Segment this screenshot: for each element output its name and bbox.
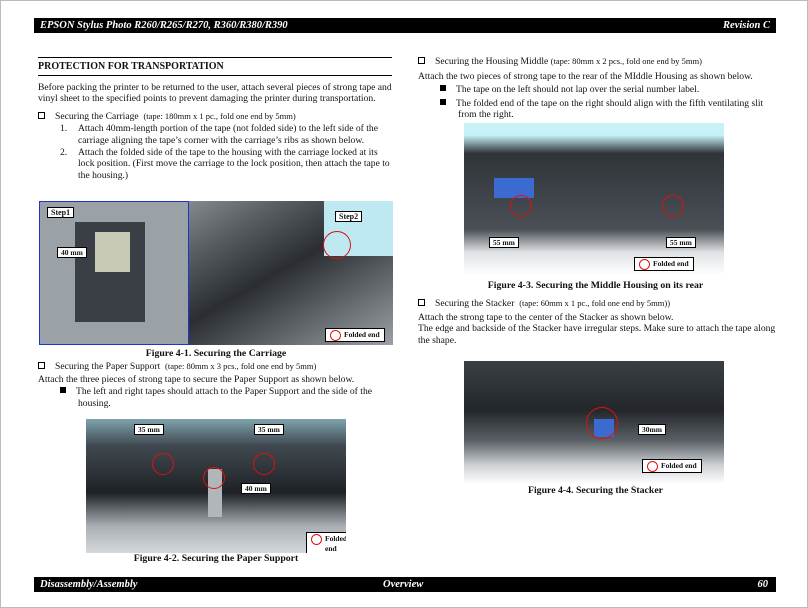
dimension-label-left: 55 mm	[489, 237, 519, 248]
footer-chapter: Disassembly/Assembly	[40, 579, 138, 590]
checkbox-icon	[38, 362, 45, 369]
section-heading: PROTECTION FOR TRANSPORTATION	[38, 57, 392, 76]
checkbox-icon	[418, 299, 425, 306]
step-1: 1. Attach 40mm-length portion of the tape…	[38, 123, 392, 146]
housing-bullet: The folded end of the tape on the right …	[418, 98, 778, 121]
step-2: 2. Attach the folded side of the tape to …	[38, 147, 392, 182]
paper-support-section: Securing the Paper Support (tape: 80mm x…	[38, 361, 392, 409]
carriage-title: Securing the Carriage	[55, 110, 139, 122]
folded-end-legend: Folded end	[306, 532, 346, 553]
folded-end-marker	[586, 407, 618, 439]
support-item: Securing the Paper Support (tape: 80mm x…	[38, 361, 392, 373]
support-title: Securing the Paper Support	[55, 361, 161, 372]
figure-4-2-image: 35 mm 35 mm 40 mm Folded end	[86, 419, 346, 553]
bullet-icon	[440, 85, 446, 92]
folded-end-marker	[253, 453, 275, 475]
housing-title: Securing the Housing Middle	[435, 56, 549, 67]
support-text: Attach the three pieces of strong tape t…	[38, 373, 355, 385]
housing-text: Attach the two pieces of strong tape to …	[418, 70, 753, 82]
dimension-label-right: 55 mm	[666, 237, 696, 248]
figure-caption: Figure 4-4. Securing the Stacker	[527, 485, 664, 496]
folded-end-marker	[662, 195, 684, 217]
housing-spec: (tape: 80mm x 2 pcs., fold one end by 5m…	[550, 56, 702, 66]
folded-end-marker	[323, 231, 351, 259]
stacker-title: Securing the Stacker	[435, 298, 515, 309]
intro-text: Before packing the printer to be returne…	[38, 81, 392, 105]
support-bullet: The left and right tapes should attach t…	[38, 386, 392, 409]
folded-end-legend: Folded end	[634, 257, 694, 271]
housing-bullet: The tape on the left should not lap over…	[418, 84, 778, 96]
right-column: Securing the Housing Middle (tape: 80mm …	[418, 56, 778, 121]
stacker-note: The edge and backside of the Stacker hav…	[418, 323, 776, 346]
revision: Revision C	[723, 20, 770, 31]
left-column: PROTECTION FOR TRANSPORTATION Before pac…	[38, 57, 392, 181]
figure-caption: Figure 4-2. Securing the Paper Support	[133, 553, 299, 564]
serial-number-label	[494, 178, 534, 198]
stacker-item: Securing the Stacker (tape: 60mm x 1 pc.…	[418, 298, 778, 310]
dimension-label-right: 35 mm	[254, 424, 284, 435]
folded-end-legend: Folded end	[642, 459, 702, 473]
bullet-icon	[60, 387, 66, 394]
step2-label: Step2	[335, 211, 363, 222]
footer-section: Overview	[383, 579, 424, 590]
housing-item: Securing the Housing Middle (tape: 80mm …	[418, 56, 778, 68]
step1-label: Step1	[47, 207, 75, 218]
step-text: Attach the folded side of the tape to th…	[78, 146, 390, 181]
figure-caption: Figure 4-3. Securing the Middle Housing …	[487, 280, 704, 291]
support-spec: (tape: 80mm x 3 pcs., fold one end by 5m…	[165, 361, 317, 371]
page-footer: Disassembly/Assembly Overview 60	[34, 577, 776, 592]
carriage-item: Securing the Carriage (tape: 180mm x 1 p…	[38, 111, 392, 123]
bullet-text: The tape on the left should not lap over…	[456, 84, 700, 96]
page-number: 60	[757, 579, 769, 590]
page-header: EPSON Stylus Photo R260/R265/R270, R360/…	[34, 18, 776, 33]
step-number: 1.	[60, 123, 68, 135]
stacker-section: Securing the Stacker (tape: 60mm x 1 pc.…	[418, 298, 778, 346]
folded-end-marker	[203, 467, 225, 489]
checkbox-icon	[418, 57, 425, 64]
stacker-text: Attach the strong tape to the center of …	[418, 311, 674, 323]
step1-inset	[39, 201, 189, 345]
figure-caption: Figure 4-1. Securing the Carriage	[145, 348, 287, 359]
dimension-label: 30mm	[638, 424, 666, 435]
bullet-text: The folded end of the tape on the right …	[456, 97, 764, 121]
figure-4-1-image: Step1 40 mm Step2 Folded end	[39, 201, 393, 345]
bullet-text: The left and right tapes should attach t…	[76, 386, 372, 409]
folded-end-marker	[152, 453, 174, 475]
stacker-spec: (tape: 60mm x 1 pc., fold one end by 5mm…	[519, 298, 671, 308]
figure-4-3-image: 55 mm 55 mm Folded end	[464, 123, 724, 275]
folded-end-legend: Folded end	[325, 328, 385, 342]
checkbox-icon	[38, 111, 45, 119]
bullet-icon	[440, 98, 446, 105]
dimension-label-left: 35 mm	[134, 424, 164, 435]
figure-4-4-image: 30mm Folded end	[464, 361, 724, 484]
doc-title: EPSON Stylus Photo R260/R265/R270, R360/…	[40, 20, 288, 31]
step-number: 2.	[60, 146, 68, 158]
carriage-spec: (tape: 180mm x 1 pc., fold one end by 5m…	[143, 110, 296, 121]
dimension-label-center: 40 mm	[241, 483, 271, 494]
step-text: Attach 40mm-length portion of the tape (…	[78, 123, 378, 146]
folded-end-marker	[510, 195, 532, 217]
dimension-label: 40 mm	[57, 247, 87, 258]
tape	[95, 232, 130, 272]
